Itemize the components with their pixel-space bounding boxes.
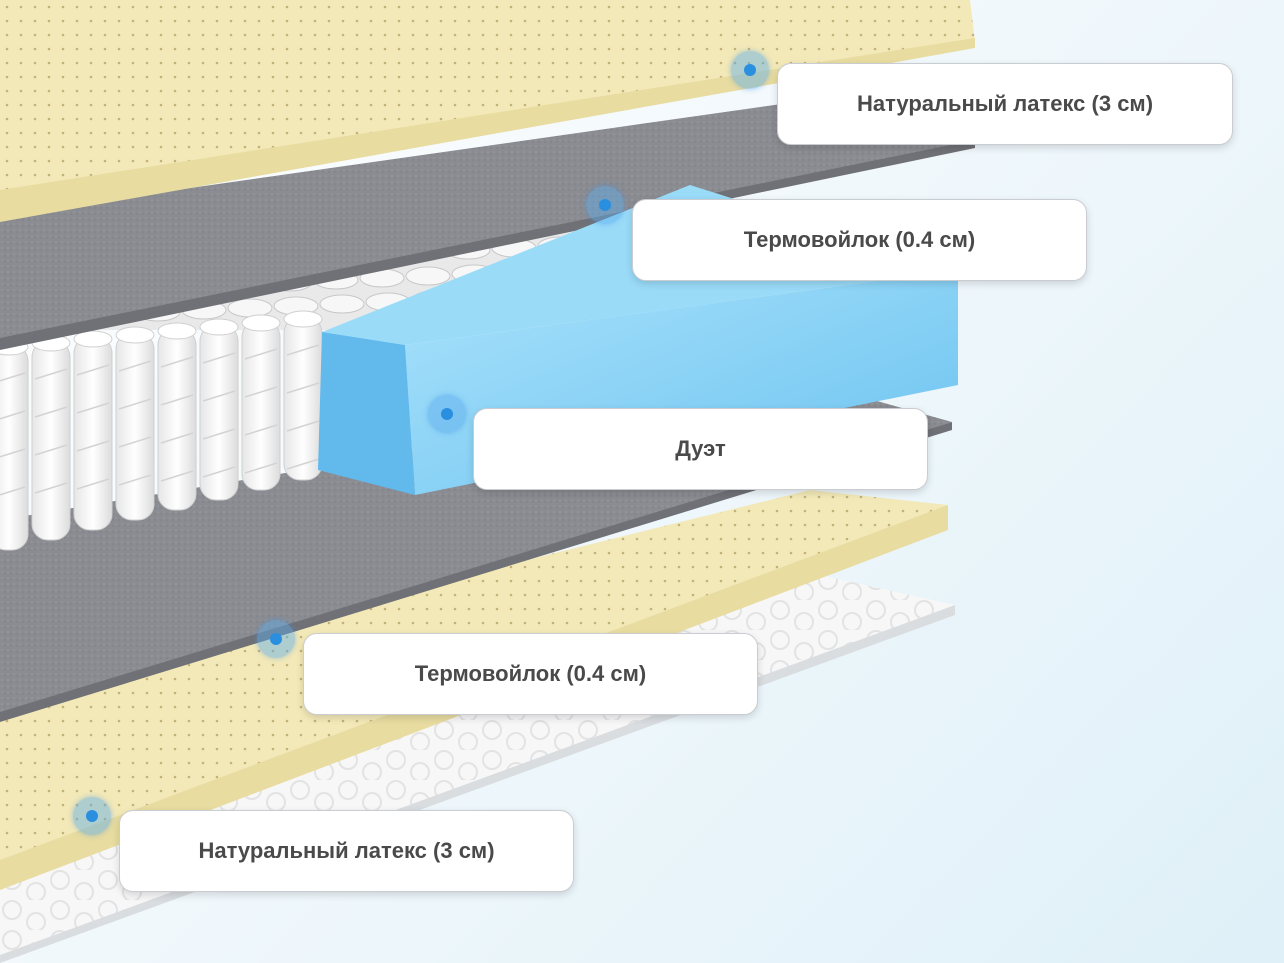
spring-stitch [118, 360, 152, 372]
spring-stitch [286, 344, 320, 356]
layer-label: Термовойлок (0.4 см) [743, 227, 976, 252]
marker-dot-icon[interactable] [428, 395, 466, 433]
spring-stitch [202, 428, 236, 440]
spring-stitch [202, 390, 236, 402]
layer-label: Дуэт [675, 436, 726, 461]
spring-stitch [118, 474, 152, 486]
spring-pocket [157, 328, 197, 511]
spring-stitch [34, 482, 68, 494]
marker-dot-icon[interactable] [257, 620, 295, 658]
spring-stitch [0, 448, 26, 458]
marker-dot-icon[interactable] [586, 186, 624, 224]
spring-stitch [76, 440, 110, 452]
spring-stitch [160, 356, 194, 368]
spring-pocket [31, 340, 71, 541]
spring-top [405, 266, 451, 286]
spring-cap [115, 326, 155, 344]
layer-callout-top-felt: Термовойлок (0.4 см) [632, 199, 1087, 281]
spring-stitch [0, 410, 26, 420]
spring-stitch [76, 478, 110, 490]
layer-label: Натуральный латекс (3 см) [856, 91, 1154, 116]
marker-dot-icon[interactable] [731, 51, 769, 89]
spring-cap [157, 322, 197, 340]
spring-stitch [34, 368, 68, 380]
spring-stitch [160, 394, 194, 406]
top-felt-layer [0, 90, 975, 350]
spring-cap [283, 310, 323, 328]
spring-stitch [34, 406, 68, 418]
spring-stitch [76, 364, 110, 376]
spring-cap [241, 314, 281, 332]
spring-stitch [76, 402, 110, 414]
spring-top [319, 294, 365, 314]
top-latex-layer [0, 0, 975, 222]
spring-stitch [118, 436, 152, 448]
marker-dot-icon[interactable] [73, 797, 111, 835]
layer-callout-top-latex: Натуральный латекс (3 см) [777, 63, 1233, 145]
spring-top [227, 298, 273, 318]
spring-pocket [199, 324, 239, 501]
spring-stitch [160, 432, 194, 444]
spring-cap [73, 330, 113, 348]
spring-stitch [202, 466, 236, 478]
spring-stitch [244, 424, 278, 436]
spring-stitch [118, 398, 152, 410]
layer-label: Натуральный латекс (3 см) [198, 838, 495, 863]
spring-pocket [115, 332, 155, 521]
layer-callout-duet: Дуэт [473, 408, 928, 490]
spring-stitch [0, 372, 26, 382]
spring-stitch [0, 486, 26, 496]
spring-stitch [202, 352, 236, 364]
spring-stitch [160, 470, 194, 482]
spring-stitch [244, 462, 278, 474]
layer-callout-bottom-felt: Термовойлок (0.4 см) [303, 633, 758, 715]
spring-pocket [241, 320, 281, 491]
spring-stitch [286, 420, 320, 432]
spring-cap [199, 318, 239, 336]
layer-callout-bottom-latex: Натуральный латекс (3 см) [119, 810, 574, 892]
spring-pocket [283, 316, 323, 481]
layer-label: Термовойлок (0.4 см) [414, 661, 647, 686]
spring-stitch [244, 348, 278, 360]
spring-stitch [286, 458, 320, 470]
spring-stitch [286, 382, 320, 394]
spring-stitch [244, 386, 278, 398]
spring-stitch [34, 444, 68, 456]
